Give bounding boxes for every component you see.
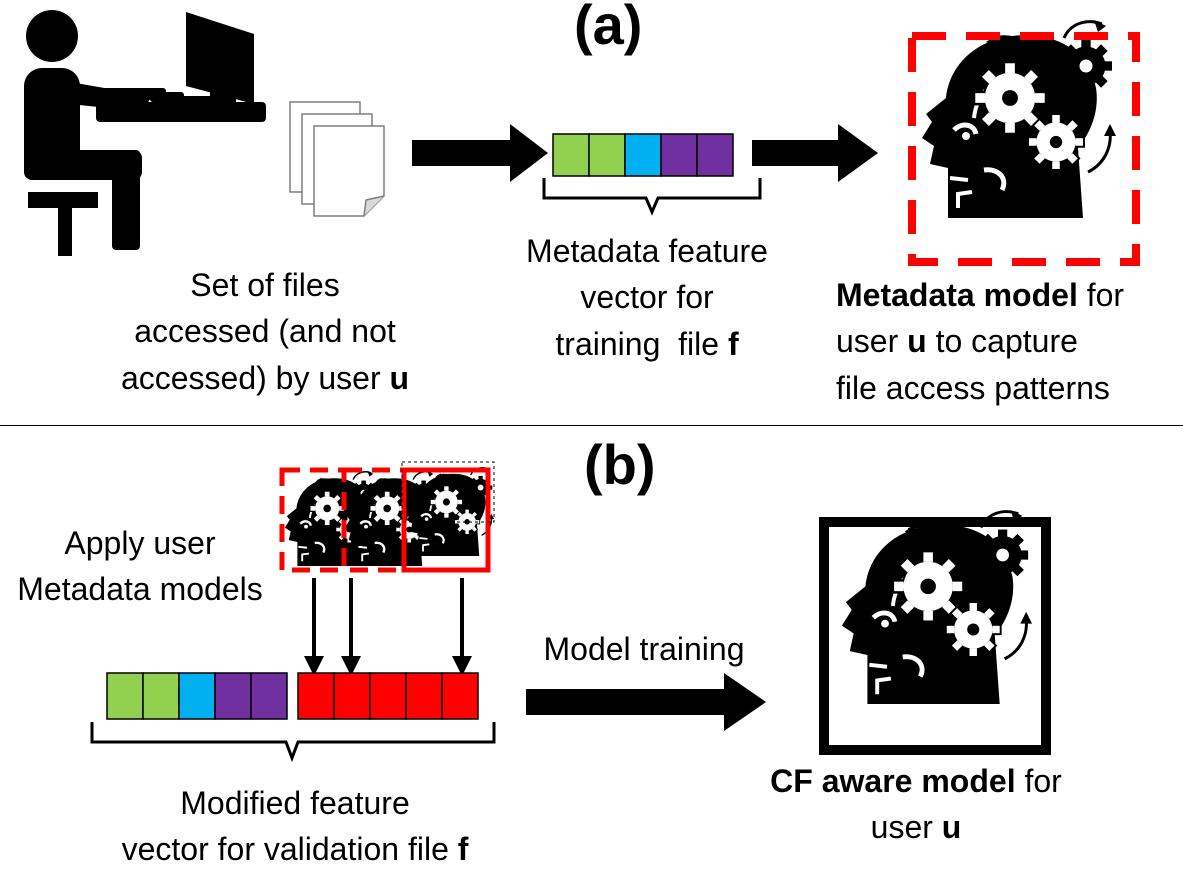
vector-a-cell-4 [660, 133, 698, 177]
files-caption-line1: Set of files [190, 267, 340, 303]
vector-b-cf-cell-3 [369, 672, 407, 720]
panel-b-title: (b) [584, 433, 656, 496]
vector-b-cf-cell-1 [297, 672, 335, 720]
cf-caption-line2: user u [736, 804, 1096, 850]
cf-aware-model-caption: CF aware model for user u [736, 758, 1096, 851]
modified-caption-line2-text: vector for validation file [121, 831, 458, 868]
vector-b-meta-cell-4 [214, 672, 252, 720]
vector-b-cf-cell-2 [333, 672, 371, 720]
vector-a-cell-2 [588, 133, 626, 177]
vector-b-meta-cell-5 [250, 672, 288, 720]
user-at-computer-icon [24, 10, 266, 256]
apply-model-arrows [304, 578, 472, 676]
model-caption-user-var: u [907, 323, 927, 360]
brace-vector-b [90, 722, 496, 763]
vector-caption-line1: Metadata feature [526, 233, 768, 269]
files-caption-line2: accessed (and not [134, 313, 396, 350]
cf-caption-line2-pre: user [870, 809, 942, 846]
modified-feature-vector-metadata [106, 672, 288, 720]
model-caption-line1-text: for [1077, 277, 1125, 313]
modified-caption-line1: Modified feature [180, 785, 410, 821]
vector-caption-line2: vector for [580, 279, 714, 316]
cf-caption-line1-text: for [1015, 763, 1062, 799]
model-caption-line3: file access patterns [836, 369, 1110, 406]
files-caption-line3: accessed) by user u [80, 355, 450, 401]
model-training-caption: Model training [543, 631, 745, 667]
vector-caption-file-var: f [727, 325, 739, 362]
panel-a-title: (a) [574, 0, 643, 56]
vector-a-cell-5 [696, 133, 734, 177]
vector-b-meta-cell-1 [106, 672, 144, 720]
vector-b-cf-cell-5 [441, 672, 479, 720]
brace-vector-a [542, 178, 762, 216]
arrow-files-to-vector [412, 124, 548, 182]
vector-a-cell-1 [552, 133, 590, 177]
files-caption-user-var: u [389, 359, 410, 396]
panel-divider [0, 425, 1183, 426]
vector-a-cell-3 [624, 133, 662, 177]
vector-caption: Metadata feature vector for training fil… [482, 228, 812, 367]
apply-models-caption: Apply user Metadata models [0, 520, 280, 613]
apply-caption-line2: Metadata models [17, 571, 263, 608]
file-stack-icon [289, 101, 385, 217]
files-caption: Set of files accessed (and not accessed)… [80, 262, 450, 401]
user-metadata-models-group [279, 461, 494, 573]
metadata-model-head-icon [922, 20, 1116, 218]
model-caption-line1: Metadata model for [836, 272, 1176, 318]
model-caption-title: Metadata model [836, 277, 1078, 313]
vector-b-meta-cell-2 [142, 672, 180, 720]
modified-caption-file-var: f [457, 831, 469, 868]
vector-caption-line3: training file f [482, 321, 812, 367]
model-caption-line2-post: to capture [926, 323, 1078, 360]
apply-caption-line1: Apply user [64, 525, 216, 561]
files-caption-line3-text: accessed) by user [120, 359, 390, 396]
vector-b-meta-cell-3 [178, 672, 216, 720]
cf-caption-line1: CF aware model for [736, 758, 1096, 804]
vector-b-cf-cell-4 [405, 672, 443, 720]
metadata-feature-vector-a [552, 133, 734, 177]
modified-feature-vector-cf [297, 672, 479, 720]
modified-vector-caption: Modified feature vector for validation f… [60, 780, 530, 873]
metadata-model-highlight [908, 32, 1140, 266]
arrow-vector-to-model [752, 124, 878, 182]
arrow-model-training [526, 673, 766, 731]
metadata-model-caption: Metadata model for user u to capture fil… [836, 272, 1176, 411]
vector-caption-line3-text: training file [555, 325, 728, 362]
cf-caption-user-var: u [941, 809, 962, 846]
model-caption-line2-pre: user [836, 323, 908, 360]
modified-caption-line2: vector for validation file f [60, 826, 530, 872]
model-caption-line2: user u to capture [836, 318, 1176, 364]
cf-caption-title: CF aware model [770, 763, 1016, 799]
